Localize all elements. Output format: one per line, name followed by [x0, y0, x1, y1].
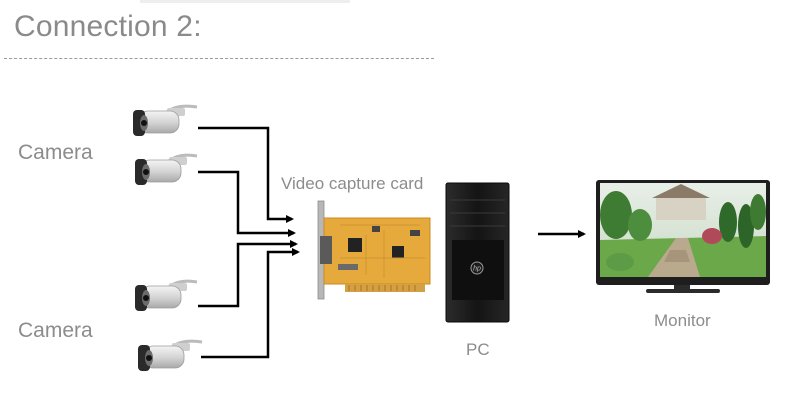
pc-label: PC [466, 340, 490, 359]
camera-label-top: Camera [18, 141, 93, 164]
page-title: Connection 2: [14, 10, 202, 43]
title-divider [4, 58, 434, 59]
wire-camera-4 [201, 248, 300, 359]
monitor-label: Monitor [654, 311, 711, 330]
wire-camera-2 [198, 170, 296, 237]
camera-icon [133, 104, 198, 136]
camera-wires [198, 126, 300, 359]
wire-camera-3 [198, 240, 298, 308]
camera-icon [135, 153, 198, 185]
wire-camera-1 [198, 126, 294, 223]
camera-icon [138, 339, 203, 371]
camera-label-bottom: Camera [18, 319, 93, 342]
hp-logo-icon [470, 261, 484, 275]
camera-icon [135, 279, 198, 311]
top-decoration [140, 0, 350, 3]
capture-card-icon [317, 200, 431, 300]
monitor-icon [596, 180, 770, 293]
pc-logo-text: hp [473, 266, 481, 273]
pc-tower-icon: hp [445, 182, 510, 323]
capture-card-label: Video capture card [281, 174, 424, 193]
